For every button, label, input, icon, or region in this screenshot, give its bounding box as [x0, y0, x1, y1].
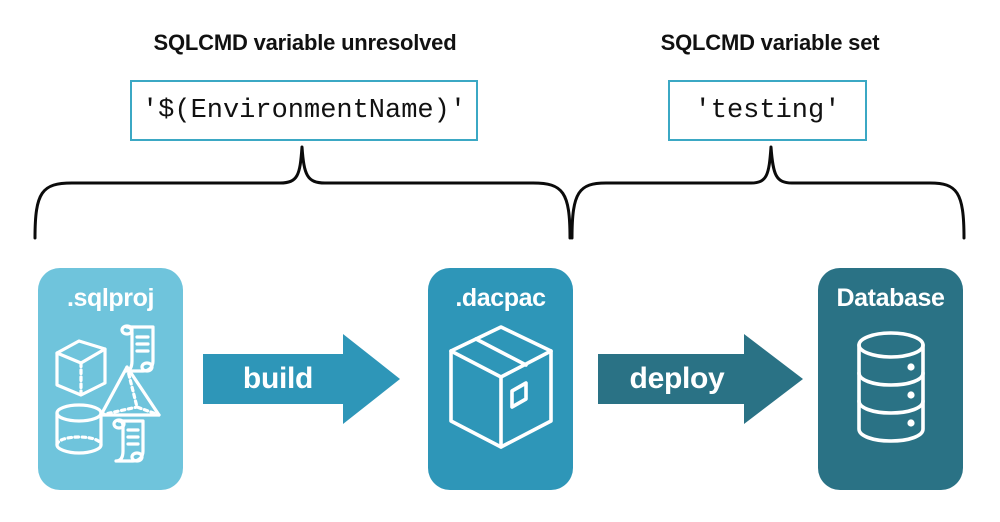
arrow-build — [203, 334, 400, 424]
stage-box-database: Database — [818, 268, 963, 490]
code-box-environment-name: '$(EnvironmentName)' — [130, 80, 478, 141]
package-box-icon — [448, 325, 553, 449]
stage-box-dacpac: .dacpac — [428, 268, 573, 490]
brace-grouping-deploy-stage — [570, 145, 966, 240]
project-artifacts-icon — [54, 324, 161, 463]
stage-box-sqlproj: .sqlproj — [38, 268, 183, 490]
brace-grouping-build-stage — [33, 145, 572, 240]
stage-label-dacpac: .dacpac — [455, 284, 546, 312]
arrow-label-deploy: deploy — [629, 362, 725, 395]
arrow-label-build: build — [242, 362, 314, 395]
code-box-testing: 'testing' — [668, 80, 867, 141]
arrow-deploy — [598, 334, 803, 424]
stage-label-sqlproj: .sqlproj — [66, 284, 155, 312]
database-cylinder-icon — [856, 331, 925, 443]
heading-sqlcmd-variable-unresolved: SQLCMD variable unresolved — [153, 30, 457, 55]
heading-sqlcmd-variable-set: SQLCMD variable set — [660, 30, 880, 55]
stage-label-database: Database — [836, 284, 945, 312]
